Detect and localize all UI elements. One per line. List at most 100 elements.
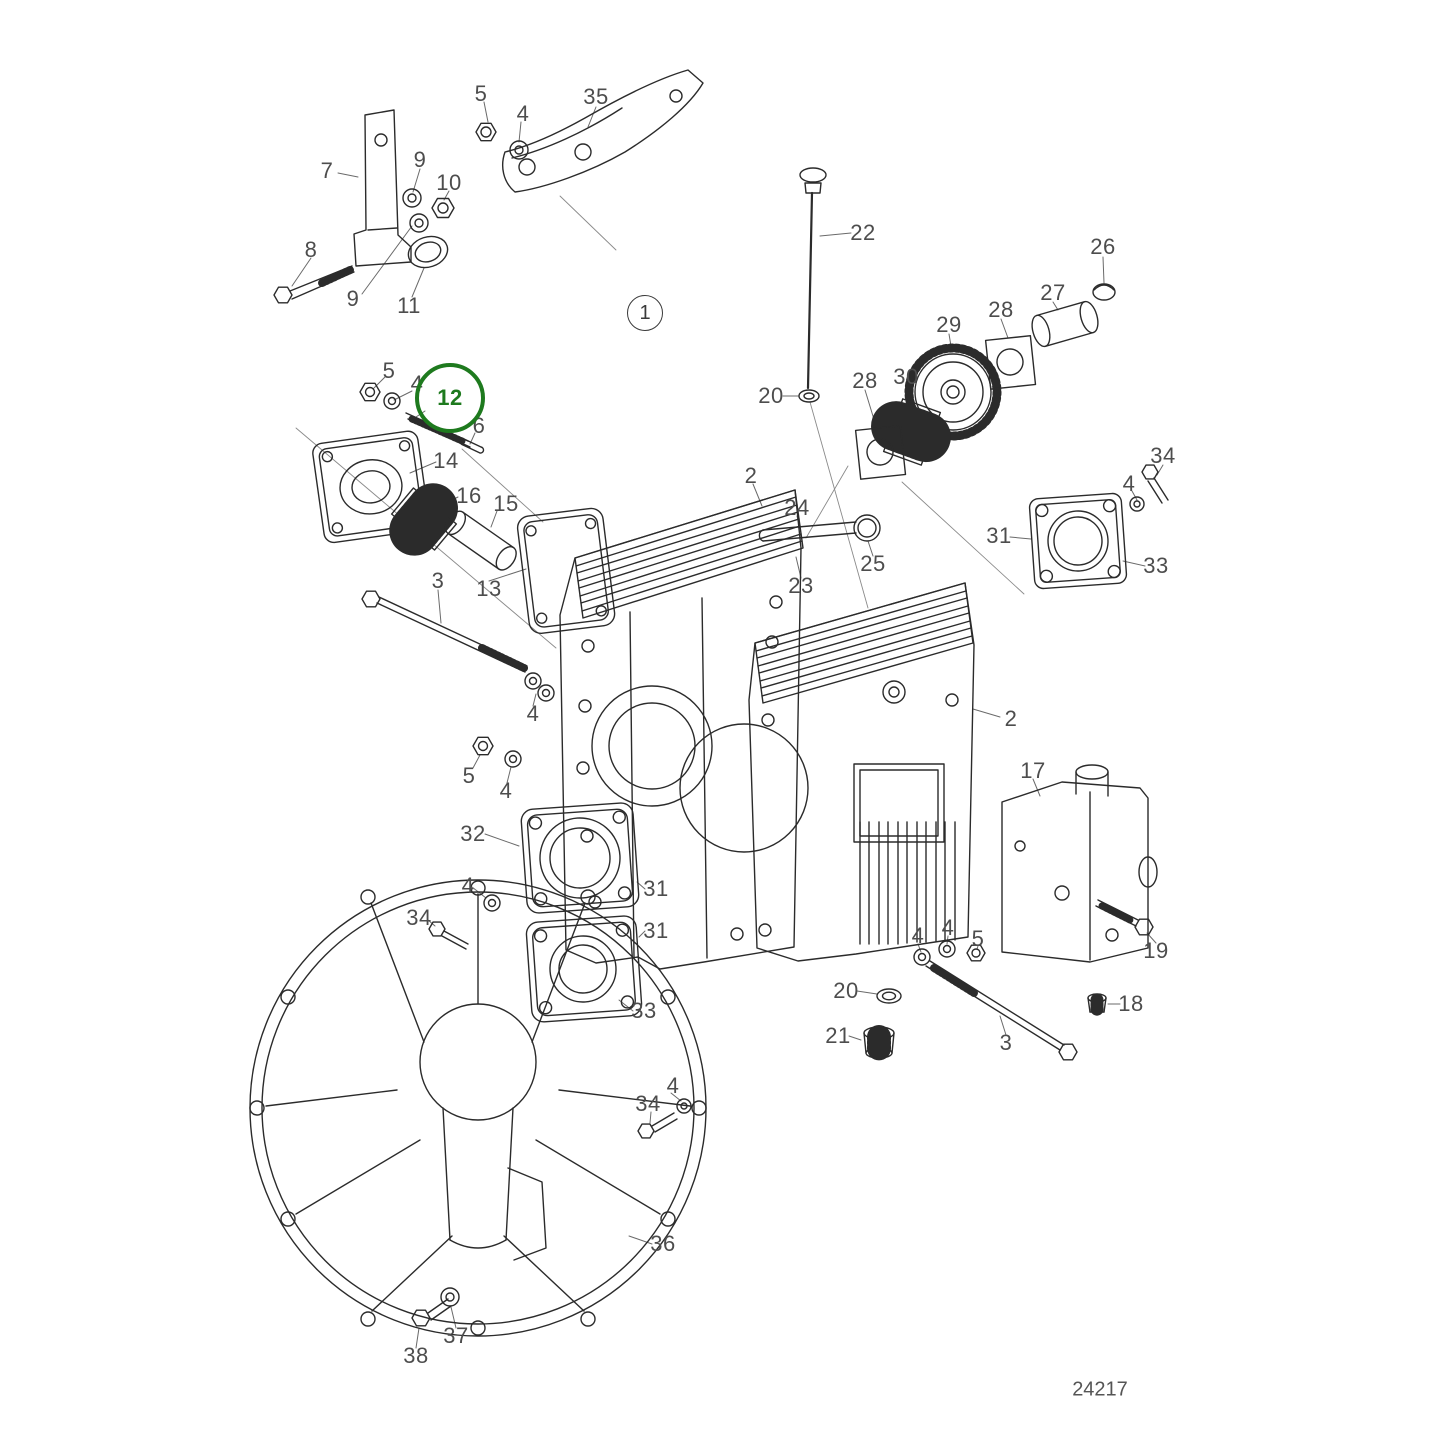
part-pinion-30 <box>871 398 953 466</box>
part-bolt-3-left <box>361 590 555 702</box>
part-plug-18 <box>1087 993 1107 1017</box>
part-label-9[interactable]: 9 <box>346 286 360 311</box>
part-label-33[interactable]: 33 <box>631 998 657 1023</box>
part-cap-25 <box>853 514 881 542</box>
part-cover-28-right <box>984 335 1037 390</box>
part-label-30[interactable]: 30 <box>893 364 919 389</box>
part-label-9[interactable]: 9 <box>413 147 427 172</box>
part-pin-24 <box>758 514 881 542</box>
part-label-34[interactable]: 34 <box>1150 443 1176 468</box>
part-bolt-34-left <box>428 894 501 950</box>
part-label-4[interactable]: 4 <box>1122 471 1136 496</box>
part-label-27[interactable]: 27 <box>1040 280 1066 305</box>
part-bolt-3-right <box>925 960 1078 1061</box>
part-label-31[interactable]: 31 <box>643 876 669 901</box>
part-label-32[interactable]: 32 <box>460 821 486 846</box>
part-label-14[interactable]: 14 <box>433 448 459 473</box>
leader-lines <box>291 101 1164 1349</box>
part-label-5[interactable]: 5 <box>462 763 476 788</box>
part-label-37[interactable]: 37 <box>443 1323 469 1348</box>
part-plug-21 <box>863 1025 895 1062</box>
part-bolt-19 <box>1095 899 1154 936</box>
reference-balloon[interactable]: 1 <box>627 295 663 331</box>
part-label-8[interactable]: 8 <box>304 237 318 262</box>
part-bracket-35 <box>502 69 704 193</box>
part-pin-6 <box>459 438 485 454</box>
part-cover-31-left-upper <box>520 802 640 914</box>
part-washers-nut-right <box>913 940 986 966</box>
part-label-4[interactable]: 4 <box>911 923 925 948</box>
part-label-26[interactable]: 26 <box>1090 234 1116 259</box>
part-label-4[interactable]: 4 <box>526 701 540 726</box>
part-label-29[interactable]: 29 <box>936 312 962 337</box>
part-label-24[interactable]: 24 <box>784 495 810 520</box>
part-label-17[interactable]: 17 <box>1020 758 1046 783</box>
part-label-33[interactable]: 33 <box>1143 553 1169 578</box>
part-label-36[interactable]: 36 <box>650 1231 676 1256</box>
part-housing-front-2 <box>559 489 809 970</box>
part-shaft-15 <box>444 510 517 571</box>
part-label-38[interactable]: 38 <box>403 1343 429 1368</box>
part-dipstick-22 <box>798 167 827 403</box>
part-label-4[interactable]: 4 <box>666 1073 680 1098</box>
part-label-20[interactable]: 20 <box>833 978 859 1003</box>
part-label-4[interactable]: 4 <box>516 101 530 126</box>
part-label-5[interactable]: 5 <box>382 358 396 383</box>
part-label-31[interactable]: 31 <box>643 918 669 943</box>
part-bolt-34-top-right <box>1129 464 1169 512</box>
part-label-16[interactable]: 16 <box>456 483 482 508</box>
part-label-3[interactable]: 3 <box>999 1030 1013 1055</box>
part-label-31[interactable]: 31 <box>986 523 1012 548</box>
part-label-35[interactable]: 35 <box>583 84 609 109</box>
part-washer-37 <box>440 1287 460 1307</box>
part-housing-17 <box>1001 764 1158 963</box>
part-cylinder-27 <box>1031 300 1099 348</box>
part-label-21[interactable]: 21 <box>825 1023 851 1048</box>
part-bearing-16 <box>388 483 458 558</box>
part-label-34[interactable]: 34 <box>635 1091 661 1116</box>
part-cover-28-left <box>854 425 907 480</box>
part-cover-31-right <box>1028 492 1128 590</box>
part-gear-29 <box>904 343 1002 441</box>
part-label-7[interactable]: 7 <box>320 158 334 183</box>
part-label-3[interactable]: 3 <box>431 568 445 593</box>
part-ring-20-right <box>876 988 902 1004</box>
part-flywheel-cover-36 <box>249 879 707 1337</box>
part-label-5[interactable]: 5 <box>474 81 488 106</box>
part-label-10[interactable]: 10 <box>436 170 462 195</box>
part-bolt-38 <box>411 1298 452 1327</box>
part-label-25[interactable]: 25 <box>860 551 886 576</box>
highlight-ring[interactable] <box>415 363 485 433</box>
part-cap-26 <box>1092 283 1116 301</box>
part-label-22[interactable]: 22 <box>850 220 876 245</box>
part-label-2[interactable]: 2 <box>744 463 758 488</box>
part-label-34[interactable]: 34 <box>406 905 432 930</box>
part-label-4[interactable]: 4 <box>499 778 513 803</box>
part-bracket-7 <box>353 109 412 267</box>
part-label-13[interactable]: 13 <box>476 576 502 601</box>
part-bolt-34-bottom <box>637 1098 692 1139</box>
part-flange-14 <box>312 430 430 544</box>
part-label-15[interactable]: 15 <box>493 491 519 516</box>
part-housing-rear-2 <box>748 582 975 962</box>
part-bolt-8 <box>273 265 355 304</box>
part-label-20[interactable]: 20 <box>758 383 784 408</box>
part-label-23[interactable]: 23 <box>788 573 814 598</box>
part-label-28[interactable]: 28 <box>852 368 878 393</box>
part-label-18[interactable]: 18 <box>1118 991 1144 1016</box>
reference-balloon-label: 1 <box>639 301 651 324</box>
part-cover-33-left-lower <box>525 915 643 1023</box>
part-label-19[interactable]: 19 <box>1143 938 1169 963</box>
part-label-5[interactable]: 5 <box>971 926 985 951</box>
part-nut5-washer4-mid-left <box>359 382 401 410</box>
part-label-4[interactable]: 4 <box>461 873 475 898</box>
part-label-28[interactable]: 28 <box>988 297 1014 322</box>
part-nut5-washer4-mid <box>472 736 522 768</box>
part-label-11[interactable]: 11 <box>397 293 421 318</box>
part-label-2[interactable]: 2 <box>1004 706 1018 731</box>
part-gasket-13 <box>516 507 616 634</box>
part-washers-9-10-11 <box>402 188 455 269</box>
part-label-4[interactable]: 4 <box>941 915 955 940</box>
